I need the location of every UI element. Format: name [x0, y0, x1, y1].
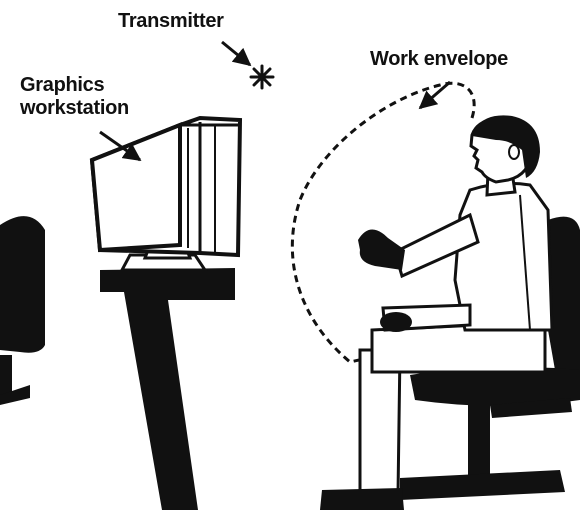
graphics-workstation-label-line1: Graphics: [20, 74, 104, 96]
graphics-workstation-label-line2: workstation: [20, 97, 129, 119]
transmitter-label: Transmitter: [118, 10, 224, 32]
left-chair: [0, 216, 45, 405]
desk: [100, 268, 235, 510]
transmitter-pointer: [222, 42, 250, 65]
transmitter-star-icon: [251, 66, 273, 88]
seated-user: [320, 115, 580, 510]
work-envelope-label: Work envelope: [370, 48, 508, 70]
